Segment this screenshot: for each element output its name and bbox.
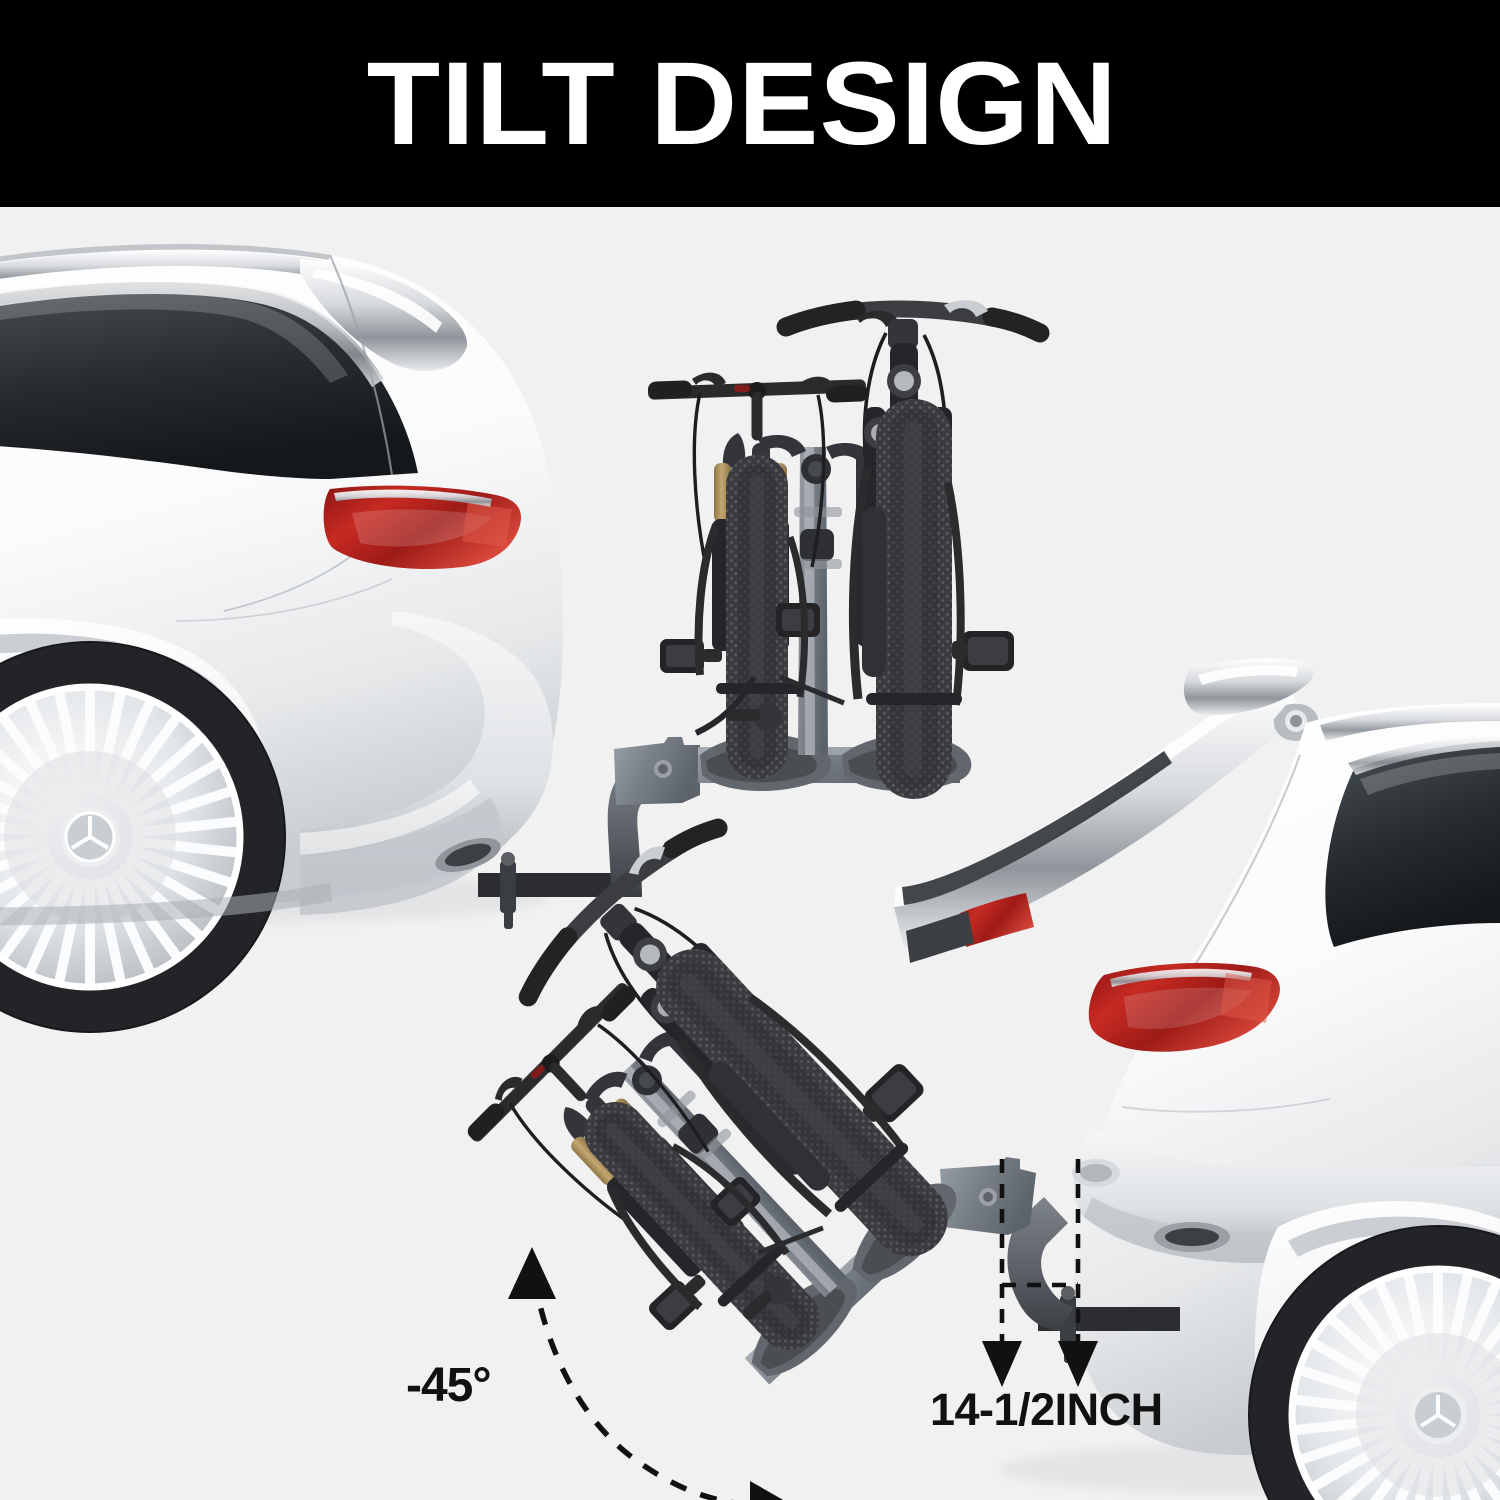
upper-rack-straps [716,674,962,706]
upper-taillight [323,485,521,569]
upper-vehicle [0,243,564,1033]
tilt-angle-label: -45° [406,1359,492,1412]
tilt-arrow-up [508,1247,556,1299]
lower-hitch-shank [1007,1197,1074,1331]
upper-bike-left [648,372,869,779]
lower-liftgate-open [894,658,1319,963]
upper-rear-window [0,281,418,479]
lower-taillight [1088,962,1280,1052]
product-illustration-scene [0,207,1500,1500]
lower-quarter-window [1325,741,1500,947]
scene-artwork [0,207,1500,1500]
lower-rear-wheel [1248,1225,1500,1500]
upper-hitch-assembly [478,300,1050,929]
tilt-arc-dashed [531,1276,735,1500]
clearance-annotation [999,1159,1081,1359]
clearance-arrow-right [1058,1341,1098,1387]
clearance-arrow-left [982,1341,1022,1387]
lower-rack-straps [717,1142,909,1307]
tilt-arrow-right [750,1481,784,1500]
upper-rear-wheel [0,641,286,1033]
title-banner: TILT DESIGN [0,0,1500,207]
lower-vehicle [894,658,1500,1500]
upper-spoiler [300,259,468,372]
upper-bike-left-pedal [660,639,722,673]
lower-hitch-assembly [467,818,1180,1385]
page-title: TILT DESIGN [366,37,1118,170]
tilt-angle-annotation [508,1247,784,1500]
clearance-label: 14-1/2INCH [930,1384,1163,1435]
upper-bike-left-pedal-2 [776,603,820,637]
lower-tilted-rack-group [467,818,957,1385]
lower-bike-left-pedal-2 [710,1176,761,1227]
